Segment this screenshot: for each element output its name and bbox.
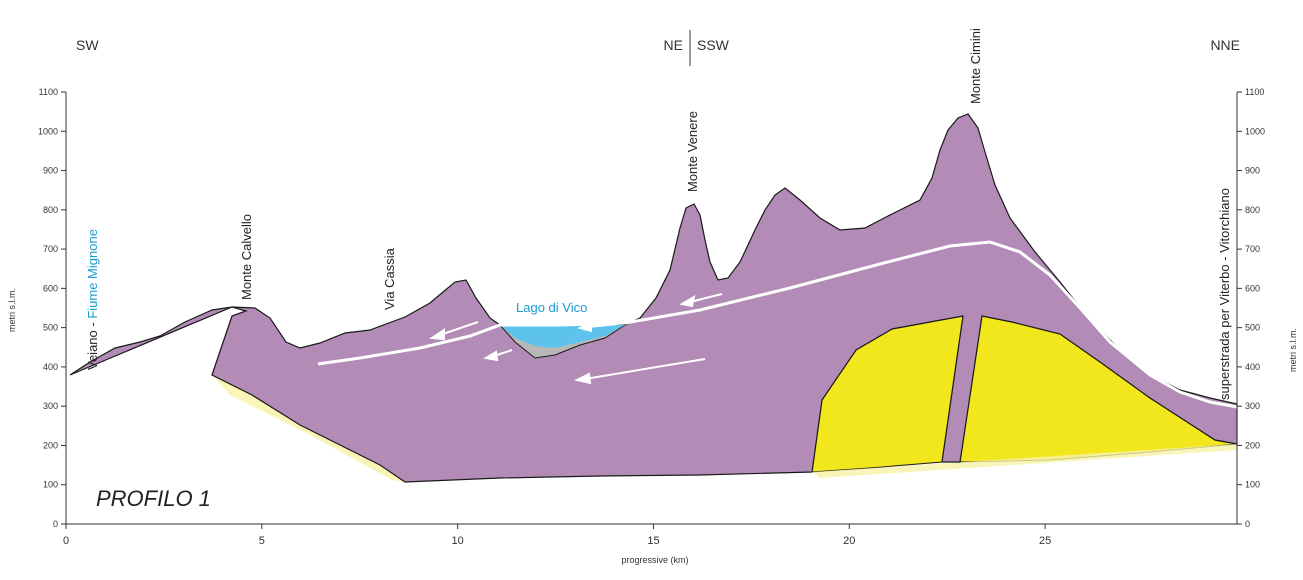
left-y-tick-label: 500: [43, 323, 58, 333]
lago-di-vico-basin: [498, 324, 627, 359]
right-y-tick-label: 0: [1245, 519, 1250, 529]
flow-arrow: [577, 320, 619, 333]
y-axis-title-right: metri s.l.m.: [1288, 328, 1298, 372]
left-y-tick-label: 900: [43, 166, 58, 176]
flow-arrow: [679, 293, 723, 308]
flow-arrows: [429, 293, 723, 385]
right-y-tick-label: 100: [1245, 480, 1260, 490]
right-y-axis-ticks: 0 100 200 300 400 500 600 700 800 900 1000 1100: [1237, 87, 1265, 529]
water-table-line: [317, 240, 1238, 409]
flow-arrow: [429, 321, 479, 341]
left-y-tick-label: 0: [53, 519, 58, 529]
right-y-tick-label: 700: [1245, 244, 1260, 254]
label-monte-calvello: Monte Calvello: [239, 214, 254, 300]
right-y-tick-label: 900: [1245, 166, 1260, 176]
left-y-axis-ticks: 0 100 200 300 400 500 600 700 800 900 1000 1100: [38, 87, 66, 529]
direction-center-left: NE: [664, 37, 683, 53]
left-y-tick-label: 600: [43, 283, 58, 293]
left-y-tick-label: 1000: [38, 126, 58, 136]
x-tick-label: 25: [1039, 535, 1051, 547]
right-y-tick-label: 1100: [1245, 87, 1264, 97]
right-y-tick-label: 800: [1245, 205, 1260, 215]
x-tick-label: 0: [63, 535, 69, 547]
substrate-shadow-west: [212, 375, 405, 482]
volcanic-unit: [69, 113, 1238, 483]
right-y-tick-label: 300: [1245, 401, 1260, 411]
place-labels: Veiano - Fiume Mignone Monte Calvello Vi…: [85, 28, 1232, 400]
label-monte-cimini: Monte Cimini: [968, 28, 983, 104]
left-y-tick-label: 700: [43, 244, 58, 254]
left-y-tick-label: 1100: [39, 87, 58, 97]
flow-arrow: [483, 349, 513, 362]
x-tick-label: 10: [452, 535, 464, 547]
right-y-tick-label: 400: [1245, 362, 1260, 372]
y-axis-title-left: metri s.l.m.: [7, 288, 17, 332]
label-left-endpoint: Veiano - Fiume Mignone: [85, 229, 100, 370]
x-tick-label: 15: [647, 535, 659, 547]
direction-center-right: SSW: [697, 37, 730, 53]
direction-right: NNE: [1210, 37, 1240, 53]
direction-left: SW: [76, 37, 99, 53]
left-y-tick-label: 400: [43, 362, 58, 372]
left-y-tick-label: 300: [43, 401, 58, 411]
flow-arrow: [574, 358, 706, 385]
label-lago-di-vico: Lago di Vico: [516, 300, 587, 315]
x-tick-label: 5: [259, 535, 265, 547]
right-y-tick-label: 1000: [1245, 126, 1265, 136]
lake-water: [500, 325, 625, 348]
substrate-shadow-east: [812, 444, 1237, 478]
label-fiume-mignone: Fiume Mignone: [85, 229, 100, 319]
x-tick-label: 20: [843, 535, 855, 547]
x-axis-title: progressive (km): [621, 555, 688, 565]
left-y-tick-label: 200: [43, 440, 58, 450]
left-y-tick-label: 800: [43, 205, 58, 215]
label-monte-venere: Monte Venere: [685, 111, 700, 192]
direction-labels: SW NE SSW NNE: [76, 30, 1240, 66]
profile-title: PROFILO 1: [96, 486, 211, 511]
right-y-tick-label: 500: [1245, 323, 1260, 333]
left-y-tick-label: 100: [43, 480, 58, 490]
label-via-cassia: Via Cassia: [382, 247, 397, 310]
right-y-tick-label: 600: [1245, 283, 1260, 293]
x-axis-ticks: 0 5 10 15 20 25: [63, 524, 1051, 547]
label-right-endpoint: superstrada per Viterbo - Vitorchiano: [1217, 188, 1232, 400]
right-y-tick-label: 200: [1245, 440, 1260, 450]
label-veiano: Veiano -: [85, 319, 100, 370]
axes: [65, 92, 1238, 525]
